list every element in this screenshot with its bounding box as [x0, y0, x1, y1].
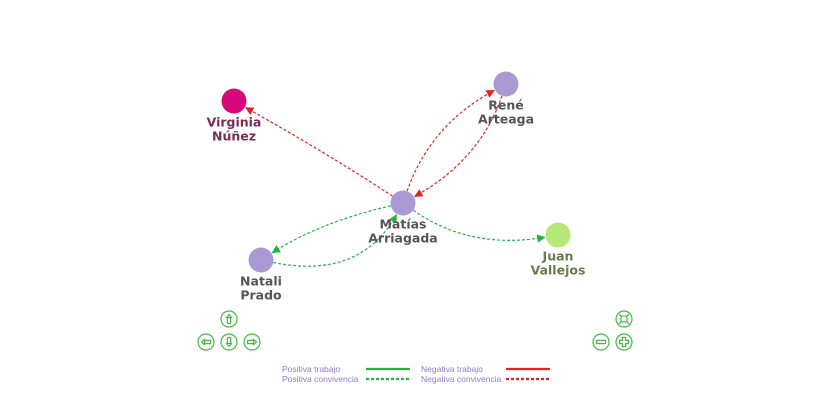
node-label: Virginia: [207, 115, 262, 130]
zoom-controls: [592, 310, 633, 351]
node-label: Vallejos: [531, 263, 586, 278]
node-label: Arteaga: [478, 112, 534, 127]
node-circle[interactable]: [390, 190, 416, 216]
node-circle[interactable]: [545, 222, 571, 248]
node-label: Núñez: [212, 129, 256, 144]
nodes-layer: VirginiaNúñezRenéArteagaMatíasArriagadaN…: [207, 71, 586, 303]
arrow-up-icon[interactable]: [220, 310, 238, 328]
arrow-right-icon[interactable]: [243, 333, 261, 351]
node-label: Juan: [542, 249, 574, 264]
node-circle[interactable]: [221, 88, 247, 114]
zoom-in-icon[interactable]: [615, 333, 633, 351]
node-label: Arriagada: [368, 231, 438, 246]
arrow-down-icon[interactable]: [220, 333, 238, 351]
edge-matias-to-juan[interactable]: [412, 209, 546, 243]
node-label: Natali: [240, 274, 282, 289]
zoom-out-icon[interactable]: [592, 333, 610, 351]
zoom-extents-icon[interactable]: [615, 310, 633, 328]
edges-layer: [245, 89, 546, 267]
node-label: Prado: [240, 288, 282, 303]
node-circle[interactable]: [493, 71, 519, 97]
node-circle[interactable]: [248, 247, 274, 273]
node-label: René: [488, 98, 523, 113]
legend-negativa-convivencia-label: Negativa convivencia: [421, 374, 502, 384]
edge-matias-to-natali[interactable]: [271, 205, 391, 254]
navigation-controls: [197, 310, 261, 351]
edge-rene-to-matias[interactable]: [414, 95, 503, 197]
node-label: Matías: [379, 217, 426, 232]
legend: Positiva trabajo Positiva convivencia Ne…: [282, 364, 550, 384]
legend-positiva-trabajo-label: Positiva trabajo: [282, 364, 340, 374]
edge-natali-to-matias[interactable]: [273, 214, 397, 267]
arrow-left-icon[interactable]: [197, 333, 215, 351]
edge-matias-to-rene[interactable]: [406, 89, 495, 192]
legend-negativa-trabajo-label: Negativa trabajo: [421, 364, 483, 374]
legend-positiva-convivencia-label: Positiva convivencia: [282, 374, 359, 384]
edge-matias-to-virginia[interactable]: [245, 107, 393, 197]
